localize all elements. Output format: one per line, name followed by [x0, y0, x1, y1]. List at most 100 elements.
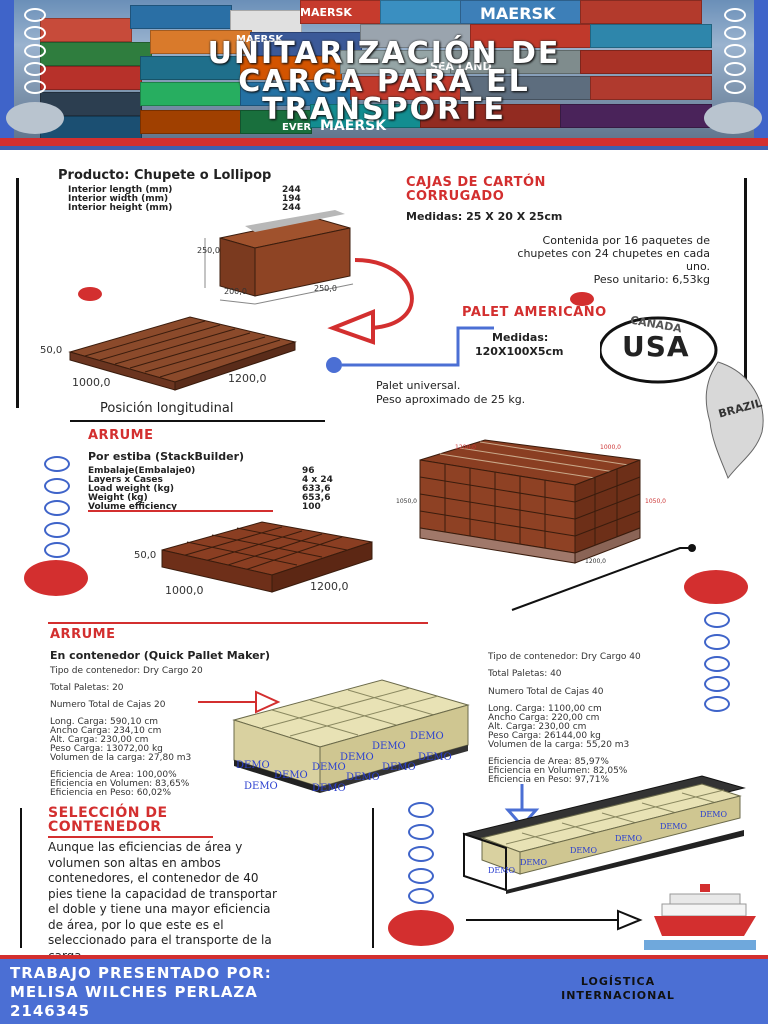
cajas-heading-line1: CAJAS DE CARTÓN — [406, 175, 546, 190]
ring-ornament — [704, 676, 730, 692]
body-line: el doble y tiene una mayor eficiencia — [48, 902, 271, 916]
container-floor — [320, 745, 468, 793]
container40-drawing — [462, 775, 746, 894]
ship-deck — [661, 903, 747, 917]
c40-line: Long. Carga: 1100,00 cm — [488, 704, 602, 714]
container-image — [150, 30, 252, 54]
load-top-grid — [505, 789, 725, 845]
ring-ornament — [408, 868, 434, 884]
box-dim-line — [254, 283, 354, 305]
palet-heading: PALET AMERICANO — [462, 305, 607, 320]
container-image — [40, 18, 132, 42]
cajas-desc-line: Contenida por 16 paquetes de — [542, 234, 710, 247]
red-dot — [570, 292, 594, 306]
c40-line: Numero Total de Cajas 40 — [488, 687, 604, 697]
spec-value: 244 — [282, 185, 301, 195]
stack-dim-height: 1050,0 — [396, 498, 417, 505]
header-red-band — [0, 138, 768, 146]
container-brand: SEA LAND — [430, 60, 492, 73]
container-image — [340, 50, 452, 74]
seleccion-heading-line1: SELECCIÓN DE — [48, 805, 168, 821]
stack-dim-bottom: 1200,0 — [585, 558, 606, 565]
ring-ornament — [24, 26, 46, 40]
pallet-dim-length: 1200,0 — [310, 580, 349, 593]
table-cell: Layers x Cases — [88, 475, 163, 485]
author-id: 2146345 — [10, 1002, 91, 1020]
demo-watermark: DEMO — [312, 762, 346, 773]
c40-line: Eficiencia de Area: 85,97% — [488, 757, 609, 767]
container-image — [300, 0, 382, 24]
body-line: volumen son altas en ambos — [48, 855, 221, 870]
pallet-front — [174, 341, 296, 391]
demo-watermark: DEMO — [312, 783, 346, 794]
grey-dot — [704, 102, 762, 134]
divider — [70, 420, 325, 422]
grey-dot — [6, 102, 64, 134]
demo-watermark: DEMO — [410, 731, 444, 742]
arrume2-subtitle: En contenedor (Quick Pallet Maker) — [50, 649, 271, 662]
demo-watermark: DEMO — [615, 834, 643, 843]
body-line: Aunque las eficiencias de área y — [48, 840, 243, 854]
container-image — [140, 56, 242, 80]
container-image — [310, 104, 422, 128]
ring-ornament — [44, 500, 70, 516]
ring-ornament — [24, 62, 46, 76]
demo-watermark: DEMO — [700, 810, 728, 819]
pallet-stack-drawing — [419, 439, 641, 564]
pallet-slats — [84, 320, 281, 378]
cajas-medidas: Medidas: 25 X 20 X 25cm — [406, 210, 563, 223]
ship-deck — [669, 893, 741, 905]
section-border — [744, 178, 747, 408]
connector-line — [342, 326, 494, 367]
ring-ornament — [724, 8, 746, 22]
body-line: seleccionado para el transporte de la — [48, 933, 272, 947]
stack-pallet — [574, 527, 641, 564]
ring-ornament — [408, 802, 434, 818]
demo-watermark: DEMO — [340, 752, 374, 763]
container-image — [40, 42, 152, 66]
author-heading: TRABAJO PRESENTADO POR: — [10, 964, 272, 982]
pallet-dim-width: 1000,0 — [72, 376, 111, 389]
ring-ornament — [724, 62, 746, 76]
red-dot — [24, 560, 88, 596]
c40-line: Total Paletas: 40 — [488, 669, 562, 679]
divider — [48, 836, 213, 838]
divider — [48, 622, 428, 624]
container-image — [350, 76, 462, 100]
container-brand: MAERSK — [480, 4, 556, 23]
pallet-drawing — [68, 316, 297, 391]
page-title-line2: CARGA PARA EL — [238, 64, 530, 99]
ring-ornament — [724, 44, 746, 58]
body-line: pies tiene la capacidad de transportar — [48, 886, 277, 901]
load-top-grid — [261, 687, 439, 737]
pallet-load-grid — [181, 526, 348, 572]
ring-ornament — [44, 542, 70, 558]
demo-watermark: DEMO — [488, 866, 516, 875]
cardboard-box-drawing — [204, 210, 354, 305]
ring-ornament — [724, 80, 746, 94]
c20-line: Alt. Carga: 230,00 cm — [50, 735, 149, 745]
spec-label: Interior height (mm) — [68, 203, 173, 213]
demo-watermark: DEMO — [244, 781, 278, 792]
connector-dot — [326, 357, 342, 373]
c20-line: Volumen de la carga: 27,80 m3 — [50, 753, 192, 763]
ring-ornament — [724, 26, 746, 40]
ring-ornament — [408, 888, 434, 904]
container-floor — [506, 830, 744, 894]
stack-dim-height-right: 1050,0 — [645, 498, 666, 505]
ring-ornament — [24, 44, 46, 58]
ring-ornament — [704, 656, 730, 672]
ring-ornament — [24, 8, 46, 22]
box-front-face — [254, 227, 351, 297]
container-image — [140, 82, 242, 106]
table-cell: Volume efficiency — [88, 502, 178, 512]
arrume-heading: ARRUME — [88, 428, 154, 443]
c40-line: Peso Carga: 26144,00 kg — [488, 731, 601, 741]
course-name-line: INTERNACIONAL — [561, 989, 675, 1002]
stamp-text-main: USA — [622, 330, 690, 363]
demo-watermark: DEMO — [660, 822, 688, 831]
cajas-peso: Peso unitario: 6,53kg — [593, 273, 710, 286]
